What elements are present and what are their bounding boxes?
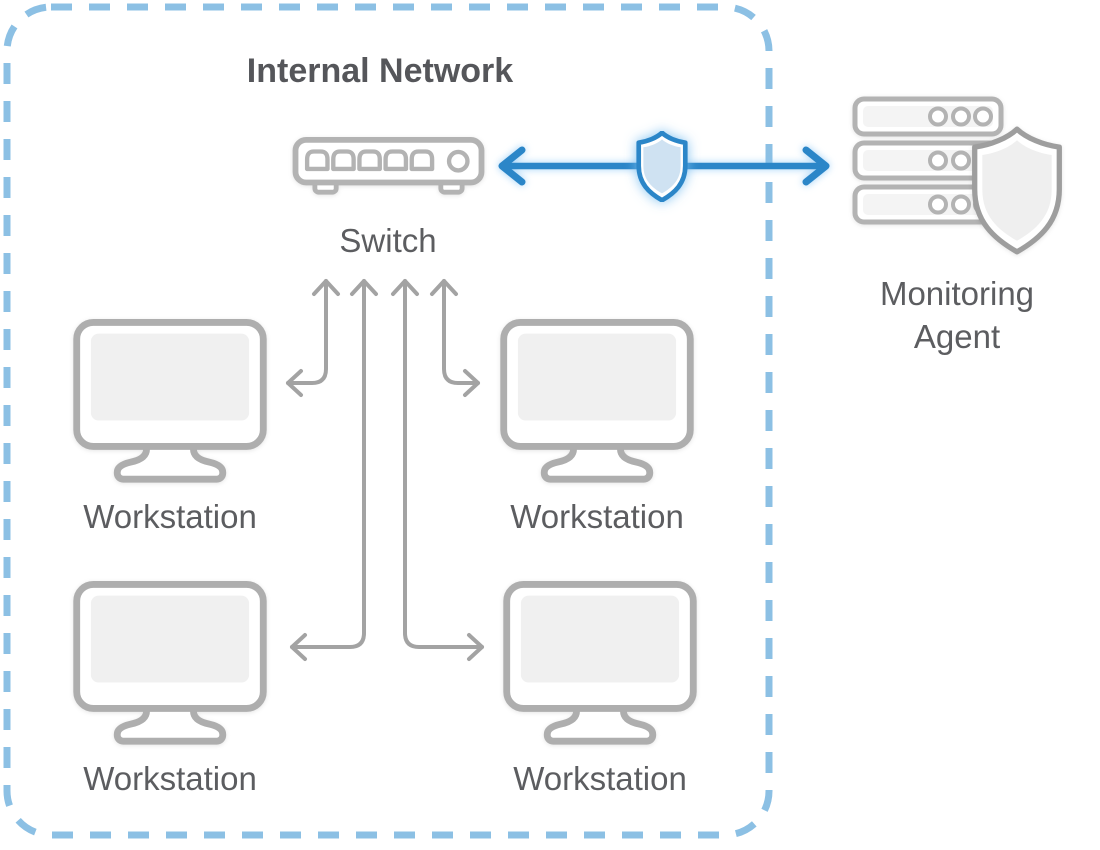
workstation-node-bottom-right: Workstation [470, 580, 730, 800]
link-shield-icon [636, 131, 688, 202]
workstation-node-top-right: Workstation [467, 318, 727, 538]
internal-network-title: Internal Network [246, 52, 514, 90]
workstation-label: Workstation [83, 760, 257, 797]
connector-bottom-left-workstation [290, 279, 378, 661]
monitor-icon [499, 318, 695, 486]
workstation-label: Workstation [513, 760, 687, 797]
switch-label: Switch [339, 222, 437, 259]
network-switch-icon [291, 136, 486, 198]
monitoring-agent-label: Monitoring Agent [879, 275, 1035, 355]
agent-shield-icon [972, 126, 1062, 255]
monitor-icon [502, 580, 698, 748]
workstation-node-top-left: Workstation [40, 318, 300, 538]
switch-node: Switch [258, 136, 518, 262]
monitor-icon [72, 318, 268, 486]
monitor-icon [72, 580, 268, 748]
workstation-label: Workstation [83, 498, 257, 535]
workstation-node-bottom-left: Workstation [40, 580, 300, 800]
workstation-label: Workstation [510, 498, 684, 535]
